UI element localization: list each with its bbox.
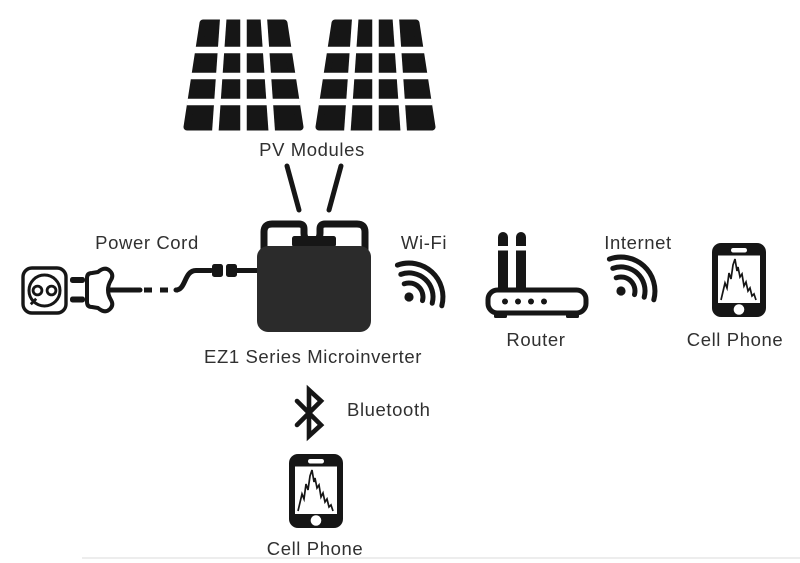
solar-panel-left-icon xyxy=(181,18,307,132)
cell-phone-bluetooth-icon xyxy=(288,453,344,529)
wifi-label: Wi-Fi xyxy=(400,232,448,253)
internet-label: Internet xyxy=(604,232,672,253)
microinverter-label: EZ1 Series Microinverter xyxy=(204,346,422,367)
cell-phone-wifi-icon xyxy=(711,242,767,318)
pv-modules-label: PV Modules xyxy=(259,139,365,160)
pv-connection-lines xyxy=(284,163,344,213)
power-plug-icon xyxy=(70,266,115,314)
bluetooth-icon xyxy=(294,384,325,442)
bottom-edge-line xyxy=(82,557,800,559)
router-icon xyxy=(485,232,589,318)
internet-signal-icon xyxy=(609,257,655,300)
microinverter-icon xyxy=(257,220,371,332)
cell-phone-bluetooth-label: Cell Phone xyxy=(266,538,364,559)
wifi-signal-icon xyxy=(397,263,443,306)
power-cord-label: Power Cord xyxy=(95,232,199,253)
bluetooth-label: Bluetooth xyxy=(347,399,431,420)
power-cord-line xyxy=(107,264,260,293)
cell-phone-wifi-label: Cell Phone xyxy=(686,329,784,350)
power-outlet-icon xyxy=(21,266,68,315)
router-label: Router xyxy=(506,329,566,350)
solar-panel-right-icon xyxy=(313,18,439,132)
